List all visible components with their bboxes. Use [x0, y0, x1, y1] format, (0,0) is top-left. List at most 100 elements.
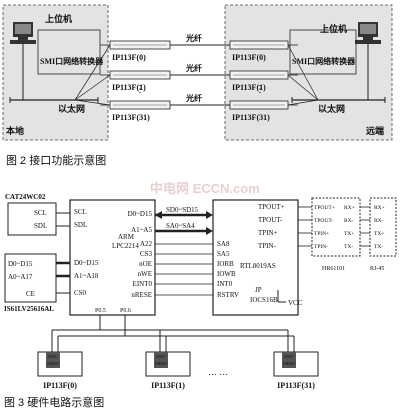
rj45-pin: TX- — [374, 244, 383, 250]
sram-pin-ce: CE — [26, 290, 35, 298]
arm-right-pin: A1~A5 — [131, 226, 152, 234]
rtl-right-pin: TPIN- — [258, 242, 277, 250]
remote-unit-label: IP113F(0) — [232, 53, 266, 62]
rj45-pin: RX- — [374, 218, 384, 224]
transformer-left-pin: TPOUT- — [314, 218, 333, 224]
transformer-pin-labels: TPOUT+ TPOUT- TPIN+ TPIN- RX+ RX- TX+ TX- — [314, 205, 370, 250]
mdio-pin-label: MDIO — [155, 361, 168, 366]
fig3-ip113f-units: MDC MDIO IP113F(0) MDC MDIO IP113F(1) MDC MDIO I… — [37, 351, 319, 390]
local-converter-box — [37, 29, 101, 75]
fig3-unit-0: MDC MDIO IP113F(0) — [37, 351, 83, 390]
eeprom-chip — [7, 202, 57, 236]
remote-units-ellipsis: ⋮ — [255, 84, 265, 95]
transformer-left-pin: TPIN- — [314, 244, 328, 250]
fiber-label: 光纤 — [185, 63, 202, 73]
rtl-right-pin: TPIN+ — [258, 229, 278, 237]
arm-pin-cs0: CS0 — [74, 289, 87, 297]
fig2-caption: 图 2 接口功能示意图 — [6, 155, 107, 167]
rj45-pin: TX+ — [374, 231, 384, 237]
arm-chip — [69, 199, 156, 316]
mdio-pin-label: MDIO — [283, 361, 296, 366]
rtl-left-pin: INT0 — [217, 280, 233, 288]
rtl-jp-label: JP — [255, 286, 262, 294]
rtl-left-pin: RSTRV — [217, 291, 239, 299]
arm-right-pin: A22 — [140, 240, 153, 248]
mdc-pin-label: MDC — [156, 354, 166, 359]
mdc-pin-label: MDC — [284, 354, 294, 359]
rtl-left-pin: SA8 — [217, 240, 230, 248]
rtl-name: RTL8019AS — [240, 262, 276, 270]
transformer-right-pin: RX- — [344, 218, 354, 224]
fig3-unit-label: IP113F(1) — [151, 381, 185, 390]
local-region-label: 本地 — [6, 125, 24, 136]
fiber-label: 光纤 — [185, 33, 202, 43]
arm-pin-addr-left: A1~A18 — [74, 272, 99, 280]
arm-right-pin: D0~D15 — [128, 210, 153, 218]
transformer-name: HR61101 — [322, 266, 345, 272]
rtl-left-pin: IORB — [217, 260, 234, 268]
fig3-unit-label: IP113F(31) — [277, 381, 315, 390]
remote-converter-label: SMI口网络转换器 — [292, 56, 356, 66]
fiber-label: 光纤 — [185, 93, 202, 103]
eeprom-pin-sdl: SDL — [34, 222, 47, 230]
transformer-left-pin: TPOUT+ — [314, 205, 335, 211]
local-unit-2: IP113F(31) — [109, 100, 171, 122]
transformer-right-pin: TX- — [344, 244, 353, 250]
remote-converter-box — [289, 29, 357, 75]
fig3-units-ellipsis: … … — [208, 367, 228, 377]
arm-pin-p05: P0.5 — [95, 308, 106, 314]
hr61101-transformer — [311, 197, 361, 257]
sram-pin-addr: A0~A17 — [8, 273, 33, 281]
local-unit-label: IP113F(1) — [112, 83, 146, 92]
remote-unit-label: IP113F(1) — [232, 83, 266, 92]
arm-rtl-control-wires — [155, 243, 213, 296]
arm-right-pin: nWE — [138, 270, 152, 278]
local-unit-label: IP113F(31) — [112, 113, 150, 122]
local-host-computer-icon — [10, 22, 36, 44]
remote-ethernet-label: 以太网 — [318, 103, 345, 114]
eeprom-title: CAT24WC02 — [5, 193, 46, 201]
rj45-pin: RX+ — [374, 205, 385, 211]
arm-right-pin: nRESE — [131, 291, 152, 299]
fig3-unit-label: IP113F(0) — [43, 381, 77, 390]
vcc-label: VCC — [288, 299, 303, 307]
mdc-mdio-wires — [51, 315, 295, 352]
addr-bus-label: SA0~SA4 — [166, 222, 195, 230]
arm-title-2: LPC2214 — [112, 242, 139, 250]
transformer-right-pin: RX+ — [344, 205, 355, 211]
transformer-left-pin: TPIN+ — [314, 231, 329, 237]
arm-title-1: ARM — [118, 233, 135, 241]
arm-pin-p06: P0.6 — [120, 308, 131, 314]
local-unit-label: IP113F(0) — [112, 53, 146, 62]
local-ethernet-label: 以太网 — [58, 103, 85, 114]
fig3-unit-1: MDC MDIO IP113F(1) — [145, 351, 191, 390]
arm-pin-data-left: D0~D15 — [74, 259, 99, 267]
rtl-left-pin: IOWB — [217, 270, 236, 278]
watermark: 中电网 ECCN.com — [150, 181, 260, 196]
arm-right-pin: CS3 — [140, 250, 153, 258]
fig3-caption: 图 3 硬件电路示意图 — [4, 397, 105, 409]
rtl8019as-chip — [212, 199, 299, 316]
data-bus-label: SD0~SD15 — [166, 206, 199, 214]
rtl-pin-iocs16b: IOCS16B — [250, 296, 278, 304]
fig3-unit-2: MDC MDIO IP113F(31) — [273, 351, 319, 390]
fig2-remote-panel: 上位机 SMI口网络转换器 以太网 远端 — [224, 4, 393, 141]
remote-host-label: 上位机 — [320, 23, 347, 34]
sram-title: IS61LV25616AL — [4, 305, 54, 313]
rtl-right-pin-labels: TPOUT+TPOUT-TPIN+TPIN- — [258, 203, 312, 250]
remote-region-label: 远端 — [366, 125, 384, 136]
rtl-left-pin: SA5 — [217, 250, 230, 258]
transformer-right-pin: TX+ — [344, 231, 354, 237]
local-host-label: 上位机 — [45, 13, 72, 24]
local-units-ellipsis: ⋮ — [135, 84, 145, 95]
rj45-name: RJ-45 — [370, 266, 384, 272]
mdc-pin-label: MDC — [48, 354, 58, 359]
arm-right-pin: nOE — [139, 260, 152, 268]
arm-pin-scl: SCL — [74, 208, 87, 216]
eeprom-pin-scl: SCL — [34, 209, 47, 217]
mdio-pin-label: MDIO — [47, 361, 60, 366]
